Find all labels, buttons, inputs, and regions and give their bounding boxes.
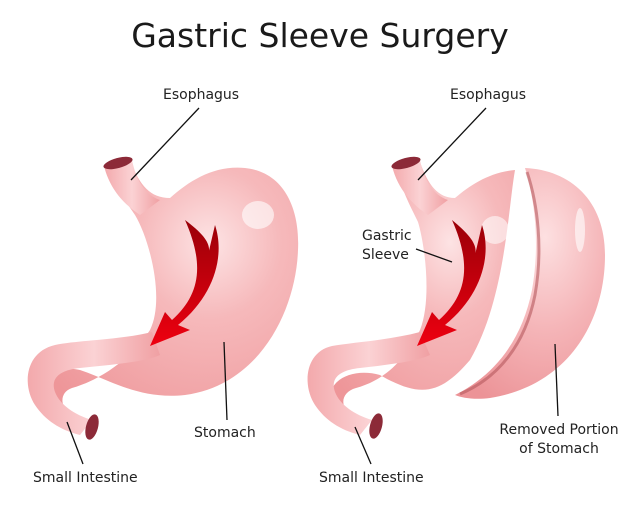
left-esophagus-label: Esophagus xyxy=(163,87,240,103)
left-small-intestine xyxy=(27,332,160,435)
removed-portion-label: Removed Portion of Stomach xyxy=(497,421,621,459)
right-highlight xyxy=(481,216,509,244)
right-esophagus-leader xyxy=(417,107,487,181)
left-esophagus-leader xyxy=(130,107,200,181)
right-esophagus-label: Esophagus xyxy=(450,87,527,103)
right-esophagus-opening xyxy=(391,156,421,170)
diagram-title: Gastric Sleeve Surgery xyxy=(131,16,509,55)
left-small-intestine-label: Small Intestine xyxy=(33,470,138,486)
right-sleeve-body xyxy=(330,162,515,430)
left-stomach-leader xyxy=(223,341,228,421)
gastric-sleeve-label-line1: Gastric xyxy=(362,228,412,244)
right-flow-arrow xyxy=(417,220,486,346)
left-stomach-body xyxy=(45,163,299,430)
removed-portion xyxy=(455,168,605,399)
right-small-intestine xyxy=(307,332,430,435)
left-stomach-label: Stomach xyxy=(194,425,256,441)
left-stomach xyxy=(27,156,299,440)
left-flow-arrow xyxy=(150,220,219,346)
left-esophagus-tube xyxy=(104,160,160,215)
leader-lines xyxy=(66,107,559,465)
removed-portion-leader xyxy=(554,343,559,417)
gastric-sleeve-leader xyxy=(415,248,453,263)
gastric-sleeve-label: Gastric Sleeve xyxy=(362,227,412,265)
removed-highlight xyxy=(575,208,585,252)
removed-portion-label-line2: of Stomach xyxy=(519,441,599,457)
left-intestine-opening xyxy=(85,414,99,440)
gastric-sleeve-label-line2: Sleeve xyxy=(362,247,409,263)
left-esophagus-opening xyxy=(103,156,133,170)
right-intestine-leader xyxy=(354,426,372,465)
right-esophagus-tube xyxy=(392,160,448,215)
right-small-intestine-label: Small Intestine xyxy=(319,470,424,486)
right-intestine-opening xyxy=(369,413,383,439)
right-stomach xyxy=(307,156,605,439)
left-intestine-leader xyxy=(66,421,84,465)
left-highlight xyxy=(242,201,274,229)
removed-portion-label-line1: Removed Portion xyxy=(499,422,619,438)
removed-portion-edge xyxy=(459,171,541,396)
